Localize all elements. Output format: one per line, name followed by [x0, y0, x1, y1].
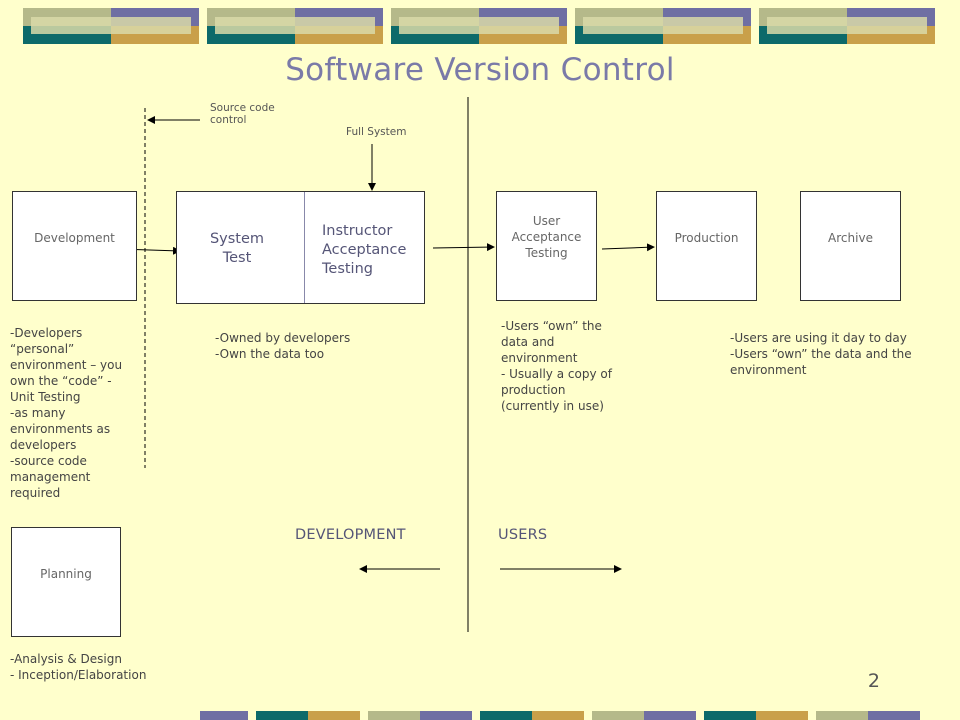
page-number: 2: [867, 670, 880, 692]
planning-box: Planning: [11, 527, 121, 637]
user-acceptance-box: User Acceptance Testing: [496, 191, 597, 301]
user-acceptance-label: User Acceptance Testing: [511, 214, 582, 260]
banner-tile: [391, 8, 567, 44]
development-box-label: Development: [34, 231, 115, 245]
top-banner: [0, 8, 960, 44]
system-test-divider: [304, 192, 305, 303]
system-test-label: System Test: [209, 231, 265, 266]
planning-notes: -Analysis & Design - Inception/Elaborati…: [10, 652, 147, 682]
banner-tile: [23, 8, 199, 44]
instructor-acceptance-label: Instructor Acceptance Testing: [322, 223, 407, 277]
page-title: Software Version Control: [285, 52, 675, 88]
archive-label: Archive: [828, 231, 873, 245]
user-acceptance-notes: -Users “own” the data and environment - …: [501, 319, 612, 413]
ita-to-uat-arrow: [432, 243, 495, 252]
uat-to-production-arrow: [601, 243, 655, 252]
production-notes: -Users are using it day to day -Users “o…: [730, 331, 912, 377]
banner-tile: [759, 8, 935, 44]
system-test-box: System Test Instructor Acceptance Testin…: [176, 191, 425, 304]
development-section-label: DEVELOPMENT: [295, 527, 406, 543]
archive-box: Archive: [800, 191, 901, 301]
planning-label: Planning: [40, 567, 92, 581]
development-notes: -Developers “personal” environment – you…: [10, 326, 123, 500]
banner-tile: [575, 8, 751, 44]
users-section-label: USERS: [498, 527, 548, 543]
production-box: Production: [656, 191, 757, 301]
full-system-label: Full System: [346, 126, 407, 138]
system-test-notes: -Owned by developers -Own the data too: [215, 331, 351, 361]
production-label: Production: [674, 231, 739, 245]
development-box: Development: [12, 191, 137, 301]
source-code-control-label: Source code control: [210, 102, 275, 126]
bottom-banner: [0, 711, 960, 720]
banner-tile: [207, 8, 383, 44]
